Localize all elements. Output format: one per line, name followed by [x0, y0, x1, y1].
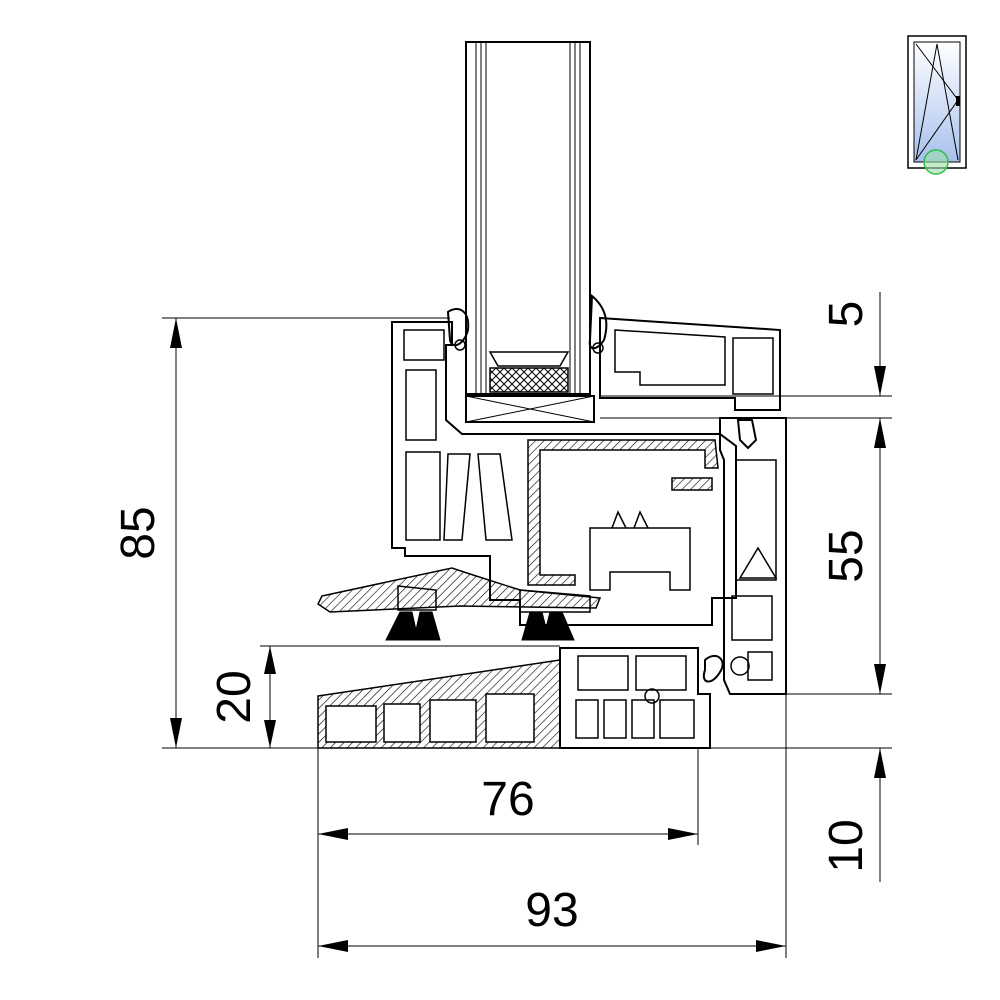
threshold-profile: [317, 647, 711, 749]
sash-profile: [391, 293, 781, 626]
dim-inner-width: 76: [481, 773, 534, 826]
weather-bar: [317, 567, 602, 641]
dimension-lines: [162, 292, 892, 958]
section-marker-icon: [923, 149, 949, 175]
dim-sash-height: 55: [820, 529, 873, 582]
dim-bottom-offset: 10: [820, 819, 873, 872]
glazing-unit: [465, 41, 595, 423]
dim-overall-height: 85: [112, 506, 165, 559]
frame-profile: [702, 417, 787, 695]
window-tilt-turn-icon: [907, 35, 967, 175]
dim-overall-width: 93: [525, 884, 578, 937]
dim-threshold-height: 20: [208, 670, 261, 723]
dim-top-offset: 5: [820, 301, 873, 328]
dimension-arrows: [170, 318, 886, 952]
